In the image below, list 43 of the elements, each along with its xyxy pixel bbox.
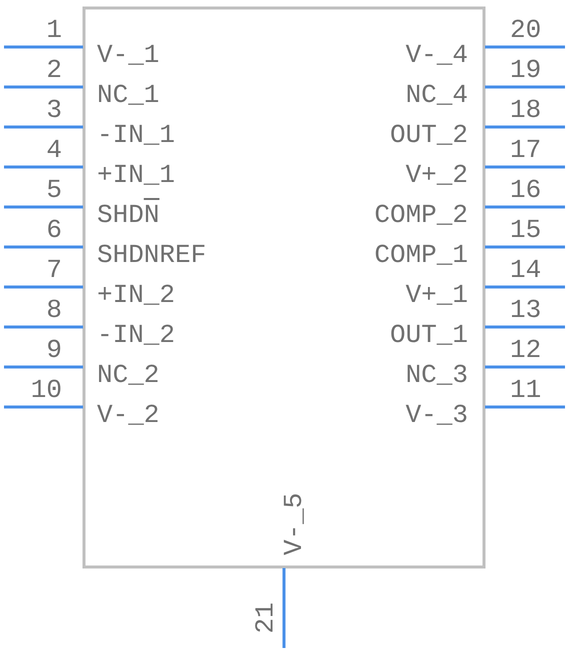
pin-number: 8 xyxy=(46,297,62,323)
pin-name: COMP_1 xyxy=(374,242,468,268)
pin-name: +IN_2 xyxy=(97,282,176,308)
pin-name: SHDNREF xyxy=(97,242,206,268)
pin-number: 1 xyxy=(46,17,62,43)
ic-body xyxy=(82,6,486,568)
pin-number: 16 xyxy=(510,177,542,203)
pin-number: 9 xyxy=(46,337,62,363)
pin-name: V+_1 xyxy=(406,282,468,308)
pin-name: OUT_1 xyxy=(390,322,468,348)
pin-number: 4 xyxy=(46,137,62,163)
pin-name: NC_1 xyxy=(97,82,160,108)
pin-name: +IN_1 xyxy=(97,162,176,188)
pin-name: V+_2 xyxy=(406,162,468,188)
pin-name: SHDN xyxy=(97,202,160,228)
pin-name: -IN_2 xyxy=(97,322,176,348)
pin-name: V-_2 xyxy=(97,402,160,428)
pin-name: V-_4 xyxy=(406,42,468,68)
pin-number: 12 xyxy=(510,337,542,363)
pin-number: 10 xyxy=(30,377,62,403)
pin-number: 15 xyxy=(510,217,542,243)
pin-name: NC_2 xyxy=(97,362,160,388)
pin-number: 17 xyxy=(510,137,542,163)
pin-number: 2 xyxy=(46,57,62,83)
pin-number: 5 xyxy=(46,177,62,203)
pin-number: 14 xyxy=(510,257,542,283)
pin-number: 21 xyxy=(252,602,278,634)
pin-name: NC_3 xyxy=(406,362,468,388)
pin-name: V-_5 xyxy=(281,492,308,556)
pin-number: 20 xyxy=(510,17,542,43)
pin-number: 13 xyxy=(510,297,542,323)
pin-number: 19 xyxy=(510,57,542,83)
pin-name: V-_1 xyxy=(97,42,160,68)
pin-name: NC_4 xyxy=(406,82,468,108)
pin-name: OUT_2 xyxy=(390,122,468,148)
pin-name: V-_3 xyxy=(406,402,468,428)
pin-number: 11 xyxy=(510,377,542,403)
pin-number: 3 xyxy=(46,97,62,123)
pin-number: 7 xyxy=(46,257,62,283)
pin-name: COMP_2 xyxy=(374,202,468,228)
pin-name: -IN_1 xyxy=(97,122,176,148)
pin-number: 18 xyxy=(510,97,542,123)
pin-number: 6 xyxy=(46,217,62,243)
